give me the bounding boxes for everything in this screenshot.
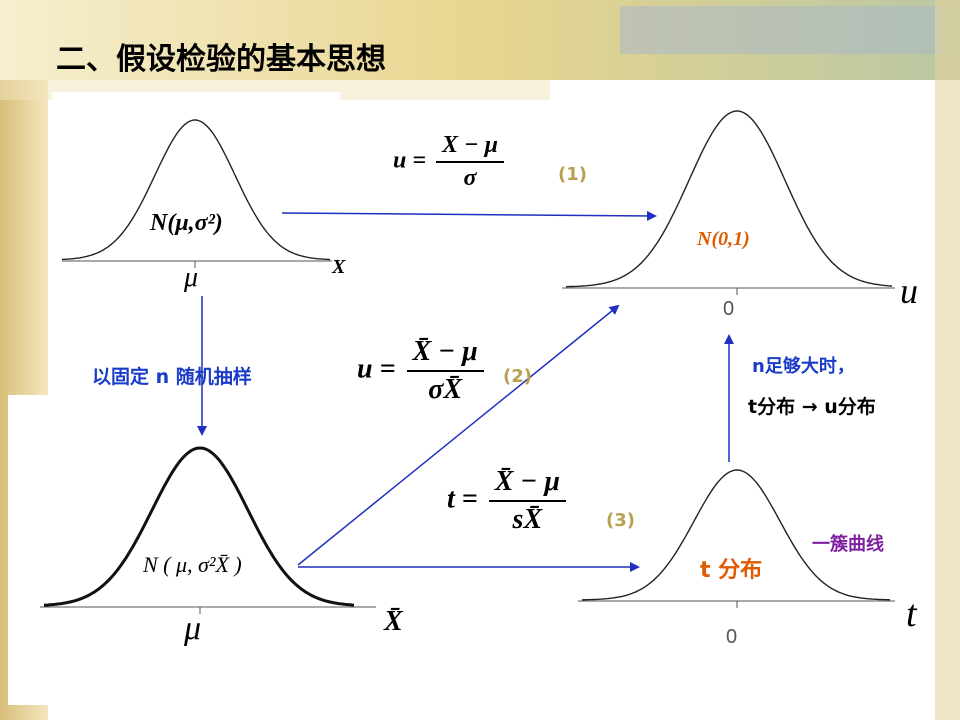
page-title: 二、假设检验的基本思想 [56,42,386,77]
eq2-number: (2) [503,366,532,387]
eq3-denominator: sX̄ [512,504,543,535]
eq1-numerator: X − μ [436,132,504,163]
family-note: 一簇曲线 [812,534,884,555]
normal-curve-top-right [565,110,893,288]
sampling-label: 以固定 n 随机抽样 [92,366,252,388]
eq1-lhs: u = [393,147,427,174]
eq2-numerator: X̄ − μ [406,336,484,372]
equation-1: u = X − μ σ [393,132,504,192]
equation-2: u = X̄ − μ σX̄ [357,336,484,406]
dist-label-bottom-right: t 分布 [700,558,763,583]
eq3-number: (3) [606,510,635,531]
limit-note-line1: n足够大时， [752,356,855,377]
tick-label-bottom-right: 0 [726,626,738,648]
arrow-eq2 [297,304,620,566]
dist-label-bottom-left: N ( μ, σ²X̄ ) [143,552,242,577]
axis-label-top-left: X [332,256,346,278]
dist-label-top-right: N(0,1) [697,228,750,250]
eq1-denominator: σ [463,165,477,191]
eq2-denominator: σX̄ [428,374,463,405]
axis-label-top-right: u [900,271,918,311]
normal-curve-bottom-left [43,446,355,607]
limit-note-line2: t分布 → u分布 [748,396,876,418]
eq2-lhs: u = [357,353,396,385]
axis-label-bottom-left: X̄ [384,606,403,637]
panel-top-left [52,92,340,282]
center-label-bottom-left: μ [184,610,202,647]
panel-bottom-right [560,455,935,665]
dist-label-top-left: N(μ,σ²) [150,210,223,236]
arrow-eq1 [281,210,657,221]
panel-top-right [550,80,935,330]
axis-label-bottom-right: t [906,593,917,635]
tick-label-top-right: 0 [723,298,735,320]
t-curve-bottom-right [582,469,891,601]
eq3-lhs: t = [447,483,478,515]
eq1-number: (1) [558,164,587,185]
normal-curve-top-left [61,119,331,261]
right-texture-band [935,0,960,720]
eq3-numerator: X̄ − μ [488,466,566,502]
panel-bottom-left [8,395,438,705]
center-label-top-left: μ [184,262,199,293]
top-right-decoration [620,6,945,54]
equation-3: t = X̄ − μ sX̄ [447,466,566,536]
